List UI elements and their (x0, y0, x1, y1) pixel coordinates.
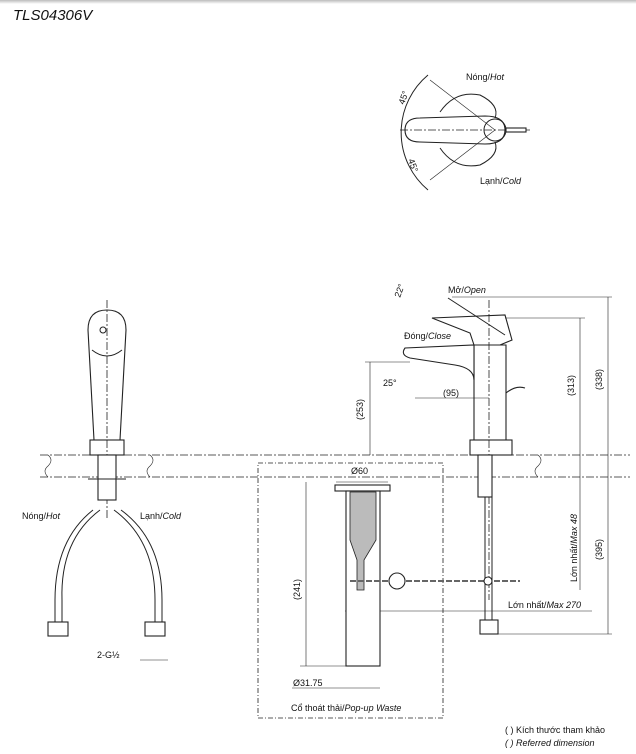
waste-top-diameter: Ø60 (351, 466, 368, 476)
top-cold-label: Lạnh/Cold (480, 176, 522, 186)
top-hot-label: Nóng/Hot (466, 72, 505, 82)
total-height-dim: (338) (594, 369, 604, 390)
counter-lines (40, 454, 630, 478)
handle-height-dim: (313) (566, 375, 576, 396)
front-hot-label: Nóng/Hot (22, 511, 61, 521)
spout-height-dim: (253) (355, 399, 365, 420)
waste-label: Cổ thoát thải/Pop-up Waste (291, 703, 401, 713)
window-top-edge (0, 0, 636, 4)
spout-angle-label: 25° (383, 378, 397, 388)
side-view: (253) (313) (338) (395) Lớn nhất/Max 48 … (345, 282, 612, 635)
waste-pipe-diameter: Ø31.75 (293, 678, 323, 688)
legend: ( ) Kích thước tham khảo ( ) Referred di… (505, 725, 605, 748)
max-thickness-dim: Lớn nhất/Max 48 (569, 514, 579, 582)
top-view: 45° 45° Nóng/Hot Lạnh/Cold (396, 72, 530, 191)
front-cold-label: Lạnh/Cold (140, 511, 182, 521)
thread-size-label: 2-G½ (97, 650, 120, 660)
below-counter-dim: (395) (594, 539, 604, 560)
open-label: Mở/Open (448, 285, 486, 295)
max-rod-label: Lớn nhất/Max 270 (508, 600, 581, 610)
model-title: TLS04306V (13, 7, 93, 24)
angle-hot-label: 45° (396, 89, 410, 106)
reach-dim: (95) (443, 388, 459, 398)
front-view: 2-G½ Nóng/Hot Lạnh/Cold (22, 300, 182, 661)
legend-line-en: ( ) Referred dimension (505, 738, 595, 748)
open-angle-label: 22° (392, 282, 406, 299)
popup-waste: Ø60 (241) Ø31.75 Cổ thoát thải/Pop-up Wa… (257, 462, 520, 719)
legend-line-vi: ( ) Kích thước tham khảo (505, 725, 605, 735)
angle-cold-label: 45° (406, 157, 420, 174)
waste-length-dim: (241) (292, 579, 302, 600)
close-label: Đóng/Close (404, 331, 451, 341)
